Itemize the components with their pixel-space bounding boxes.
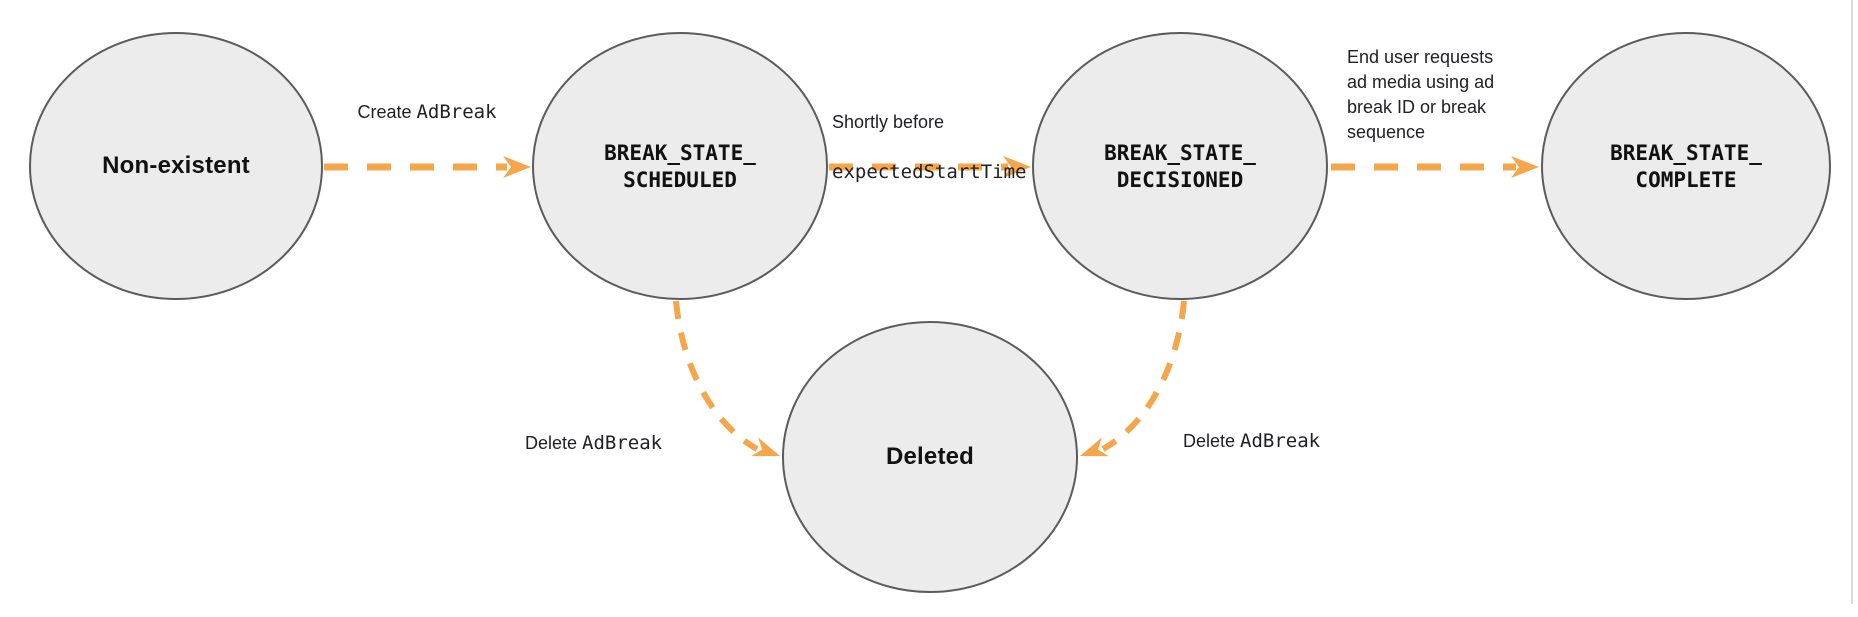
arrowhead-delete-adbreak-right [1080,437,1109,457]
arrowhead-delete-adbreak-left [751,437,780,457]
state-circle-break-state-scheduled [533,33,827,299]
transition-label-delete-adbreak-left-text: Delete [525,433,583,453]
state-circle-break-state-complete-outline [1541,32,1831,300]
arrowhead-create-adbreak [503,156,531,178]
state-label-break-state-scheduled: BREAK_STATE_ SCHEDULED [604,141,756,192]
transition-label-create-adbreak-code: AdBreak [416,101,497,123]
state-label-non-existent: Non-existent [102,152,250,179]
state-circle-break-state-complete [1542,33,1830,299]
transition-label-delete-adbreak-right-code: AdBreak [1240,430,1321,452]
state-label-break-state-decisioned: BREAK_STATE_ DECISIONED [1104,141,1256,192]
transition-label-shortly-before: Shortly before expectedStartTime [832,85,1026,210]
transition-label-shortly-before-line1: Shortly before [832,112,945,132]
state-circle-break-state-scheduled-outline [532,32,828,300]
state-circle-deleted-outline [782,321,1078,593]
page-divider-line [1851,0,1853,604]
arrow-delete-adbreak-left [673,300,759,452]
transition-label-delete-adbreak-right-text: Delete [1183,431,1241,451]
state-label-deleted: Deleted [885,443,975,470]
state-circle-break-state-decisioned-outline [1032,32,1328,300]
transition-label-create-adbreak-text: Create [357,102,417,122]
transition-label-delete-adbreak-left-code: AdBreak [582,432,663,454]
state-circle-non-existent-outline [29,32,323,300]
state-label-break-state-complete: BREAK_STATE_ COMPLETE [1610,141,1762,192]
transition-label-shortly-before-line2: expectedStartTime [832,161,1027,183]
arrowhead-shortly-before [1003,156,1031,178]
transition-label-create-adbreak: Create AdBreak [357,100,496,125]
arrowhead-end-user-requests [1511,156,1539,178]
state-circle-break-state-decisioned [1033,33,1327,299]
state-circle-non-existent [30,33,322,299]
transition-label-end-user-requests: End user requests ad media using ad brea… [1347,47,1495,142]
state-circle-deleted [783,322,1077,592]
arrow-delete-adbreak-right [1101,300,1187,452]
transition-label-delete-adbreak-right: Delete AdBreak [1183,404,1320,454]
transition-label-delete-adbreak-left: Delete AdBreak [525,406,662,456]
